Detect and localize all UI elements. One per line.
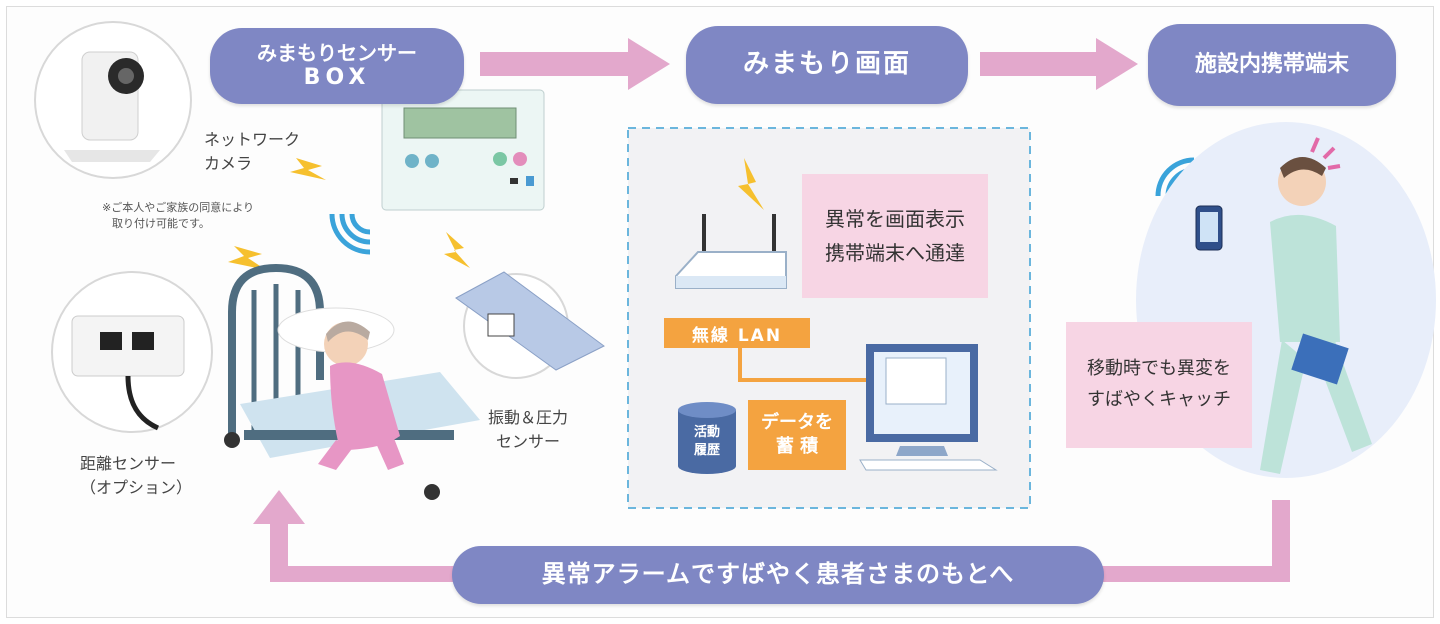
distance-sensor-label-line2: （オプション）	[80, 478, 193, 497]
catch-message-box: 移動時でも異変を すばやくキャッチ	[1066, 322, 1252, 448]
facility-terminal-label: 施設内携帯端末	[1194, 52, 1349, 78]
vibration-sensor-label-line1: 振動＆圧力	[488, 408, 569, 427]
lightning-icon	[444, 232, 470, 268]
alert-display-box: 異常を画面表示 携帯端末へ通達	[802, 174, 988, 298]
vibration-sensor-label: 振動＆圧力 センサー	[488, 406, 568, 454]
consent-note-line2: 取り付け可能です。	[112, 216, 210, 230]
activity-history-line1: 活動	[693, 425, 720, 440]
distance-sensor-icon	[51, 271, 213, 433]
sensor-box-device	[381, 89, 545, 211]
data-store-badge: データを 蓄 積	[748, 400, 846, 470]
network-camera-label-line2: カメラ	[204, 154, 253, 173]
alarm-label: 異常アラームですばやく患者さまのもとへ	[541, 560, 1015, 589]
alert-display-line1: 異常を画面表示	[825, 207, 965, 231]
sensor-box-label-line2: BOX	[303, 64, 371, 90]
activity-history-label: 活動 履歴	[680, 424, 734, 459]
alarm-pill: 異常アラームですばやく患者さまのもとへ	[452, 546, 1104, 604]
database-icon	[678, 402, 736, 474]
lightning-icon	[228, 246, 266, 270]
network-camera-label: ネットワーク カメラ	[204, 128, 300, 176]
sensor-box-label-line1: みまもりセンサー	[257, 40, 417, 65]
network-camera-label-line1: ネットワーク	[204, 130, 301, 149]
data-store-line1: データを	[761, 411, 833, 433]
vibration-pressure-sensor-icon	[455, 271, 605, 379]
wireless-waves-icon	[329, 213, 371, 255]
wireless-lan-label: 無線 LAN	[691, 325, 783, 346]
wireless-lan-badge: 無線 LAN	[664, 318, 810, 348]
network-camera-icon	[34, 21, 192, 179]
computer-monitor-icon	[859, 344, 998, 471]
arrow-screen-to-terminal	[980, 38, 1138, 90]
router-icon	[675, 214, 787, 289]
consent-note-line1: ※ご本人やご家族の同意により	[102, 201, 254, 214]
activity-history-line2: 履歴	[693, 442, 720, 458]
vibration-sensor-label-line2: センサー	[496, 432, 561, 451]
data-store-line2: 蓄 積	[775, 436, 819, 457]
arrow-box-to-screen	[480, 38, 670, 90]
distance-sensor-label-line1: 距離センサー	[80, 454, 177, 473]
patient-illustration	[318, 321, 404, 470]
sensor-box-pill: みまもりセンサー BOX	[210, 28, 464, 104]
catch-message-line2: すばやくキャッチ	[1087, 389, 1231, 410]
monitor-screen-label: みまもり画面	[742, 49, 911, 80]
lan-connector-line	[738, 344, 866, 382]
consent-note: ※ご本人やご家族の同意により 取り付け可能です。	[102, 200, 254, 232]
monitor-screen-pill: みまもり画面	[686, 26, 968, 104]
alert-display-line2: 携帯端末へ通達	[825, 241, 965, 265]
catch-message-line1: 移動時でも異変を	[1087, 358, 1231, 380]
distance-sensor-label: 距離センサー （オプション）	[80, 452, 192, 500]
lightning-icon	[290, 158, 326, 180]
facility-terminal-pill: 施設内携帯端末	[1148, 24, 1396, 106]
